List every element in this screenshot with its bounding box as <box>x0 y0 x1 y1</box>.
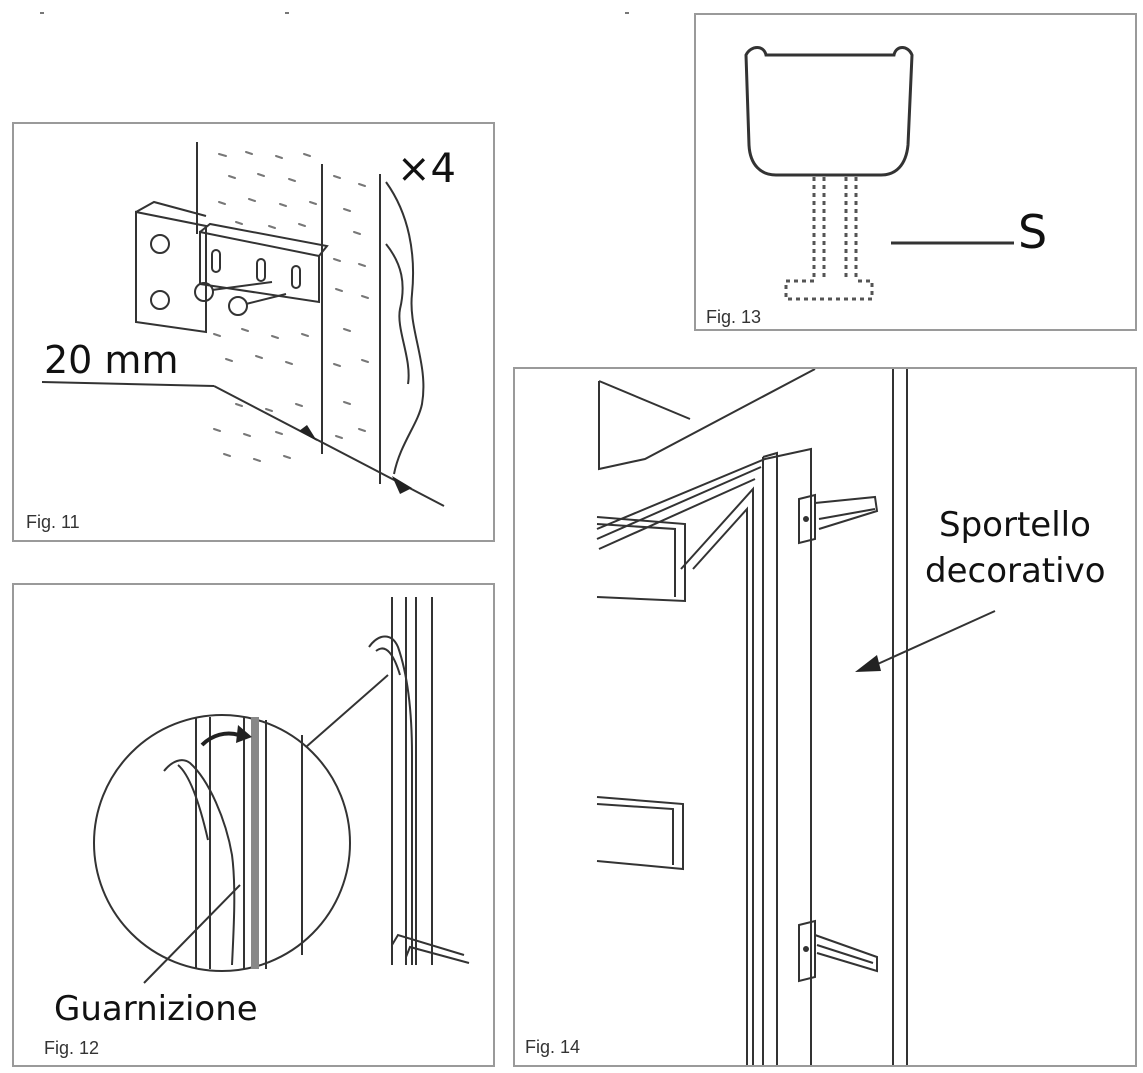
figure-12-panel: Guarnizione Fig. 12 <box>12 583 495 1067</box>
figure-11-panel: ×4 20 mm Fig. 11 <box>12 122 495 542</box>
distance-label: 20 mm <box>44 338 179 382</box>
gasket-label: Guarnizione <box>54 989 258 1029</box>
door-label-line1: Sportello <box>939 505 1091 545</box>
decor-door-illustration <box>596 369 996 1065</box>
figure-13-caption: Fig. 13 <box>706 307 762 327</box>
scan-speck <box>285 12 289 14</box>
figure-14-panel: Sportello decorativo Fig. 14 <box>513 367 1137 1067</box>
figure-14-caption: Fig. 14 <box>525 1037 581 1057</box>
figure-11-caption: Fig. 11 <box>26 512 80 532</box>
scan-speck <box>40 12 44 14</box>
plinth-section-illustration <box>744 46 1014 301</box>
figure-12-caption: Fig. 12 <box>44 1038 100 1058</box>
door-label-line2: decorativo <box>925 551 1106 591</box>
scan-speck <box>625 12 629 14</box>
s-marker: S <box>1018 205 1048 259</box>
gasket-illustration <box>93 597 470 984</box>
wall-bracket-illustration <box>41 142 445 507</box>
figure-13-panel: S Fig. 13 <box>694 13 1137 331</box>
quantity-label: ×4 <box>397 146 456 192</box>
